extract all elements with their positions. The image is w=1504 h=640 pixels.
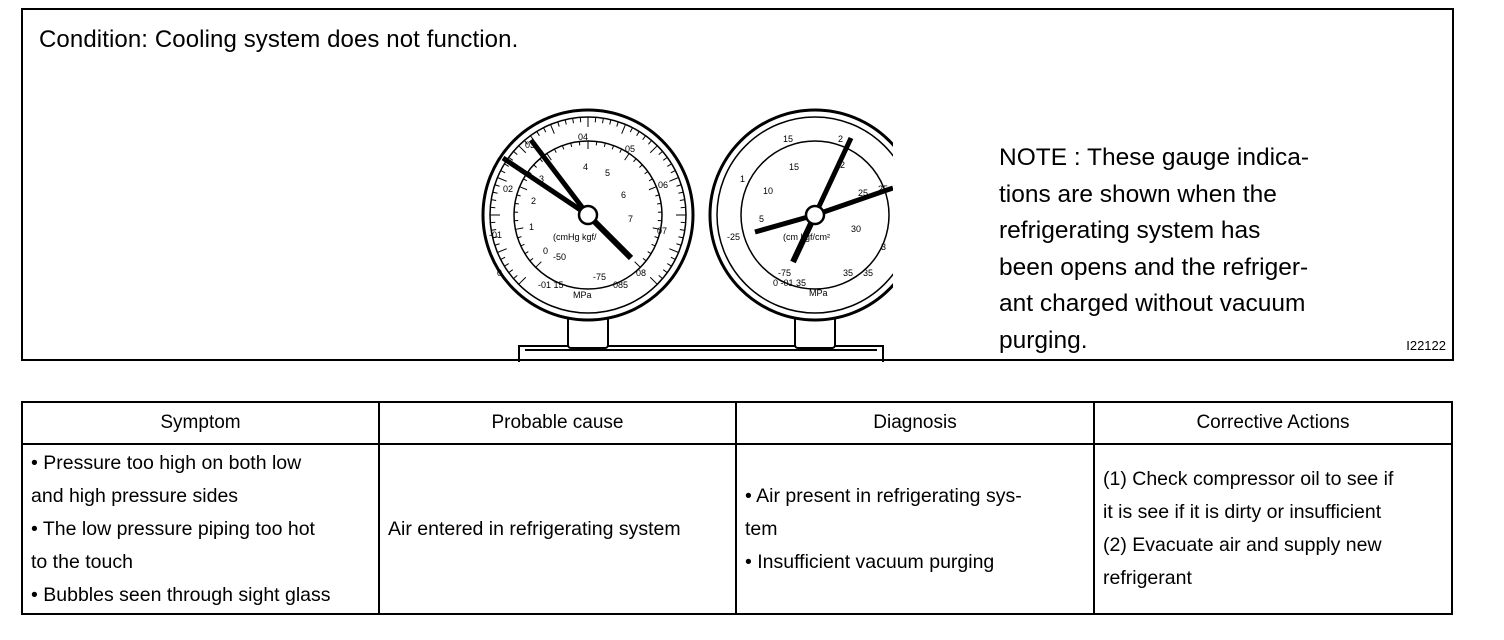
diagnosis-line: • Air present in refrigerating sys- bbox=[745, 484, 1022, 507]
svg-text:03: 03 bbox=[525, 140, 535, 150]
symptom-line: • Pressure too high on both low bbox=[31, 451, 302, 474]
svg-text:10: 10 bbox=[763, 186, 773, 196]
svg-text:-75: -75 bbox=[778, 268, 791, 278]
symptom-line: • Bubbles seen through sight glass bbox=[31, 583, 331, 606]
svg-text:04: 04 bbox=[578, 132, 588, 142]
action-line: refrigerant bbox=[1103, 567, 1192, 589]
svg-text:4: 4 bbox=[583, 162, 588, 172]
table-row: • Pressure too high on both low and high… bbox=[21, 443, 1453, 615]
symptom-line: to the touch bbox=[31, 550, 133, 573]
svg-text:5: 5 bbox=[605, 168, 610, 178]
svg-text:15: 15 bbox=[789, 162, 799, 172]
svg-text:08: 08 bbox=[636, 268, 646, 278]
svg-text:02: 02 bbox=[503, 184, 513, 194]
note-line: refrigerating system has bbox=[999, 217, 1261, 244]
svg-text:07: 07 bbox=[657, 226, 667, 236]
svg-text:7: 7 bbox=[628, 214, 633, 224]
action-line: (1) Check compressor oil to see if bbox=[1103, 468, 1394, 490]
cell-probable-cause: Air entered in refrigerating system bbox=[378, 443, 737, 615]
svg-text:MPa: MPa bbox=[573, 290, 592, 300]
svg-text:MPa: MPa bbox=[809, 288, 828, 298]
svg-text:6: 6 bbox=[621, 190, 626, 200]
svg-text:085: 085 bbox=[613, 280, 628, 290]
svg-text:0: 0 bbox=[543, 246, 548, 256]
svg-text:1: 1 bbox=[529, 222, 534, 232]
gauge-figure-panel: Condition: Cooling system does not funct… bbox=[21, 8, 1454, 362]
svg-text:-01 15: -01 15 bbox=[538, 280, 564, 290]
svg-text:2: 2 bbox=[531, 196, 536, 206]
cell-symptom: • Pressure too high on both low and high… bbox=[21, 443, 380, 615]
svg-text:06: 06 bbox=[658, 180, 668, 190]
header-symptom: Symptom bbox=[21, 401, 380, 445]
svg-text:15: 15 bbox=[783, 134, 793, 144]
svg-text:-75: -75 bbox=[593, 272, 606, 282]
symptom-line: • The low pressure piping too hot bbox=[31, 517, 315, 540]
action-line: (2) Evacuate air and supply new bbox=[1103, 534, 1382, 556]
note-line: NOTE : These gauge indica- bbox=[999, 144, 1310, 171]
note-line: been opens and the refriger- bbox=[999, 253, 1309, 281]
svg-text:-01: -01 bbox=[489, 230, 502, 240]
gauge-ticks bbox=[490, 117, 686, 285]
diagnosis-line: • Insufficient vacuum purging bbox=[745, 550, 995, 573]
header-diagnosis: Diagnosis bbox=[735, 401, 1095, 445]
svg-text:0 -01 35: 0 -01 35 bbox=[773, 278, 806, 288]
cell-diagnosis: • Air present in refrigerating sys- tem … bbox=[735, 443, 1095, 615]
svg-text:25: 25 bbox=[858, 188, 868, 198]
note-line: purging. bbox=[999, 326, 1088, 354]
cause-line: Air entered in refrigerating system bbox=[388, 517, 681, 540]
note-line: ant charged without vacuum bbox=[999, 290, 1306, 317]
svg-text:3: 3 bbox=[539, 174, 544, 184]
svg-text:35: 35 bbox=[863, 268, 873, 278]
symptom-line: and high pressure sides bbox=[31, 484, 239, 507]
svg-text:30: 30 bbox=[851, 224, 861, 234]
diagnosis-line: tem bbox=[745, 517, 778, 540]
svg-text:(cmHg kgf/: (cmHg kgf/ bbox=[553, 232, 597, 242]
svg-text:1: 1 bbox=[740, 174, 745, 184]
manifold-body bbox=[518, 345, 884, 362]
figure-id: I22122 bbox=[1406, 338, 1446, 353]
svg-text:2: 2 bbox=[840, 160, 845, 170]
svg-text:2: 2 bbox=[838, 134, 843, 144]
header-probable-cause: Probable cause bbox=[378, 401, 737, 445]
condition-title: Condition: Cooling system does not funct… bbox=[39, 26, 519, 53]
header-corrective-actions: Corrective Actions bbox=[1093, 401, 1453, 445]
table-header-row: Symptom Probable cause Diagnosis Correct… bbox=[21, 401, 1453, 445]
svg-text:-25: -25 bbox=[727, 232, 740, 242]
svg-text:5: 5 bbox=[759, 214, 764, 224]
svg-text:0: 0 bbox=[497, 268, 502, 278]
diagnosis-table: Symptom Probable cause Diagnosis Correct… bbox=[21, 401, 1453, 615]
note-line: tions are shown when the bbox=[999, 180, 1277, 208]
note-text: NOTE : These gauge indica- tions are sho… bbox=[999, 140, 1349, 359]
svg-text:-50: -50 bbox=[553, 252, 566, 262]
svg-text:35: 35 bbox=[843, 268, 853, 278]
cell-corrective-actions: (1) Check compressor oil to see if it is… bbox=[1093, 443, 1453, 615]
action-line: it is see if it is dirty or insufficient bbox=[1103, 501, 1382, 523]
svg-text:3: 3 bbox=[881, 242, 886, 252]
svg-text:05: 05 bbox=[625, 144, 635, 154]
